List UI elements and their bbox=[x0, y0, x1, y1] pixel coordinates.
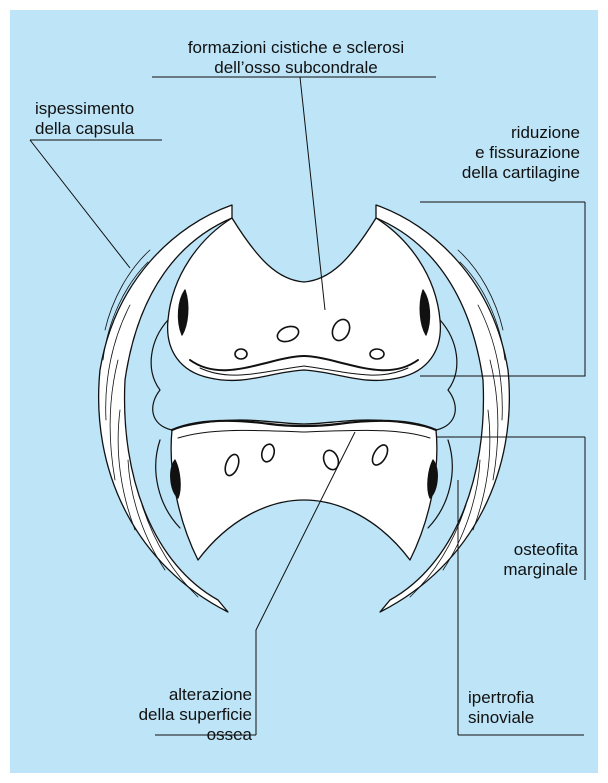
label-line: ossea bbox=[139, 725, 252, 745]
label-cysts: formazioni cistiche e sclerosi dell’osso… bbox=[168, 38, 424, 78]
label-osteophyte: osteofita marginale bbox=[503, 540, 578, 580]
label-line: formazioni cistiche e sclerosi bbox=[168, 38, 424, 58]
label-line: della cartilagine bbox=[462, 163, 580, 183]
label-line: riduzione bbox=[462, 123, 580, 143]
label-line: ipertrofia bbox=[468, 688, 534, 708]
label-line: e fissurazione bbox=[462, 143, 580, 163]
leader-capsule bbox=[30, 140, 162, 268]
lower-bone bbox=[171, 420, 437, 560]
label-line: ispessimento bbox=[35, 99, 134, 119]
label-synovial: ipertrofia sinoviale bbox=[468, 688, 534, 728]
label-line: della superficie bbox=[139, 705, 252, 725]
label-line: alterazione bbox=[139, 685, 252, 705]
label-line: osteofita bbox=[503, 540, 578, 560]
label-line: sinoviale bbox=[468, 708, 534, 728]
label-line: marginale bbox=[503, 560, 578, 580]
label-line: della capsula bbox=[35, 119, 134, 139]
label-line: dell’osso subcondrale bbox=[168, 58, 424, 78]
label-capsule: ispessimento della capsula bbox=[35, 99, 134, 139]
label-bone-surface: alterazione della superficie ossea bbox=[139, 685, 252, 745]
label-cartilage: riduzione e fissurazione della cartilagi… bbox=[462, 123, 580, 183]
